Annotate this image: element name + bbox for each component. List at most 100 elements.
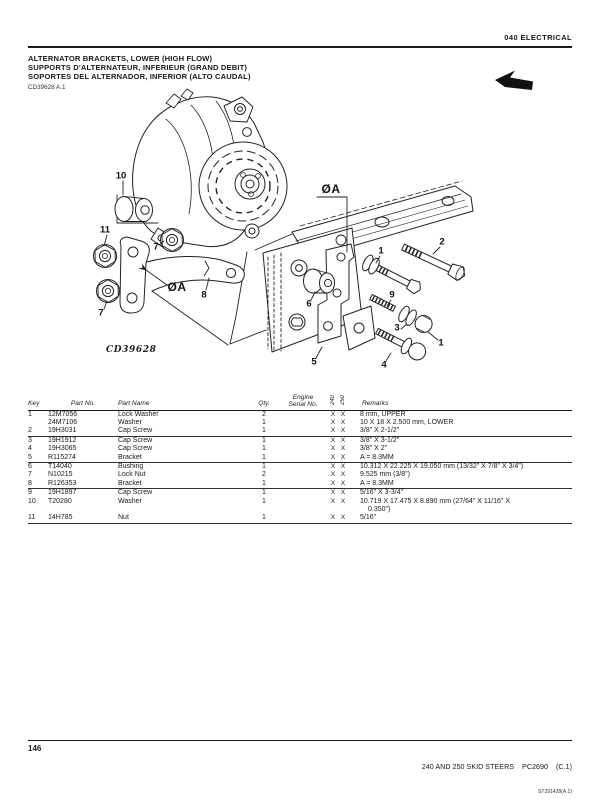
cell-engine-serial [278,471,328,479]
cell-240: X [330,497,336,505]
page-title-es: SOPORTES DEL ALTERNADOR, INFERIOR (ALTO … [28,72,251,81]
cell-250: X [340,489,346,497]
cell-remarks: A = 8.3MM [348,479,572,490]
engine-block [262,227,363,353]
leader-lines [103,180,441,362]
cell-engine-serial [278,445,328,453]
cell-part-no: 19H1912 [48,436,77,444]
cell-key: 8 [28,479,48,490]
cell-250: X [338,453,348,463]
cell-remarks: 10.719 X 17.475 X 8.890 mm (27/64" X 11/… [360,497,510,513]
diagram-callout: ØA [167,280,187,294]
washer-bolt-1-upper [362,254,421,295]
cell-remarks: A = 8.3MM [348,453,572,463]
cell-key: 2 [28,427,48,437]
diagram-callout: 4 [381,359,387,371]
cell-part-name: Bracket [118,453,250,463]
diagram-callout: 7 [153,241,159,253]
diagram-callout: 3 [394,322,400,334]
cell-part-name: Bushing [118,462,144,470]
bolt-2 [401,243,466,281]
cell-engine-serial [278,462,328,471]
cell-250: X [338,514,348,524]
diagram-callout: 8 [201,289,207,301]
cell-part-name: Cap Screw [118,489,153,497]
diagram-callout: 5 [311,356,317,368]
cell-key: 7 [28,471,32,479]
footer-right: 240 AND 250 SKID STEERS PC2690 (C.1) ST2… [422,744,572,805]
table-row: 6 T14040 Bushing 1 X X 10.312 X 22.225 X… [28,462,572,471]
cell-part-no: 19H3031 [48,427,118,437]
diagram-callout: 10 [115,170,127,182]
cell-part-name: Lock Washer [118,410,159,418]
cell-key: 4 [28,445,32,453]
cell-part-no: 19H3065 [48,445,77,453]
cell-250: X [340,418,346,426]
cell-240: X [328,479,338,490]
cell-engine-serial [278,498,328,515]
cell-remarks: 5/16" [348,514,572,524]
diagram-callout: 2 [439,236,445,248]
cell-part-no: T20280 [48,497,72,505]
table-row: 10 T20280 Washer 1 X X 10.719 X 17.475 X… [28,498,572,515]
cell-key: 6 [28,462,32,470]
bracket-5 [317,243,355,344]
cell-key: 3 [28,436,32,444]
cell-qty: 1 [250,453,278,463]
cell-engine-serial [278,410,328,419]
table-row: 24M7106 Washer 1 X X 10 X 18 X 2.500 mm,… [28,419,572,427]
cell-remarks: 10.312 X 22.225 X 19.050 mm (13/32" X 7/… [360,462,524,470]
cell-remarks: 5/16" X 3-3/4" [360,489,404,497]
cell-engine-serial [278,427,328,437]
bracket-plate [119,236,150,314]
parts-table-body: 1 12M7056 Lock Washer 2 X X 8 mm, UPPER … [28,410,572,524]
engine-rail [291,185,474,260]
washer-nut-3 [398,305,433,333]
cell-250: X [340,445,346,453]
cell-part-no: 19H1897 [48,489,77,497]
col-header-part-no: Part No. [48,386,118,411]
cell-part-no: T14040 [48,462,72,470]
table-row: 11 14H785 Nut 1 X X 5/16" [28,514,572,524]
alternator-fan [198,141,288,231]
cell-key [28,419,48,427]
cell-part-no: 24M7106 [48,418,78,426]
cell-240: X [328,453,338,463]
cell-part-name: Cap Screw [118,445,153,453]
cell-qty: 1 [262,489,266,497]
cell-qty: 1 [262,445,266,453]
cell-qty: 1 [262,462,266,470]
diagram-callout: 1 [378,245,384,257]
cell-part-name: Bracket [118,479,250,490]
bolt-4 [375,327,427,361]
col-header-part-name: Part Name [118,386,250,411]
cell-240: X [330,489,336,497]
cell-qty: 1 [262,436,266,444]
col-header-engine-serial: Engine Serial No. [278,386,328,411]
table-row: 2 19H3031 Cap Screw 1 X X 3/8" X 2-1/2" [28,427,572,437]
col-header-250: 250 [338,386,348,411]
cell-part-no: 12M7056 [48,410,78,418]
cell-part-no: 14H785 [48,514,118,524]
footer-rule [28,740,572,742]
col-header-remarks: Remarks [348,386,572,411]
cell-240: X [330,471,336,479]
cell-key: 5 [28,453,48,463]
cell-240: X [328,514,338,524]
cell-qty: 2 [262,410,266,418]
cell-remarks: 3/8" X 2-1/2" [348,427,572,437]
cell-engine-serial [278,436,328,445]
nut-7-lower [96,279,120,303]
cell-key: 10 [28,497,36,505]
page-number: 146 [28,744,42,753]
cell-engine-serial [278,514,328,524]
table-row: 4 19H3065 Cap Screw 1 X X 3/8" X 2" [28,445,572,453]
title-block: ALTERNATOR BRACKETS, LOWER (HIGH FLOW) S… [28,54,251,81]
cell-240: X [330,436,336,444]
col-header-240: 240 [328,386,338,411]
diagram-callout: 11 [99,224,111,236]
alternator-housing [132,96,268,248]
col-header-qty: Qty. [250,386,278,411]
parts-table: Key Part No. Part Name Qty. Engine Seria… [28,386,572,524]
cell-250: X [338,479,348,490]
